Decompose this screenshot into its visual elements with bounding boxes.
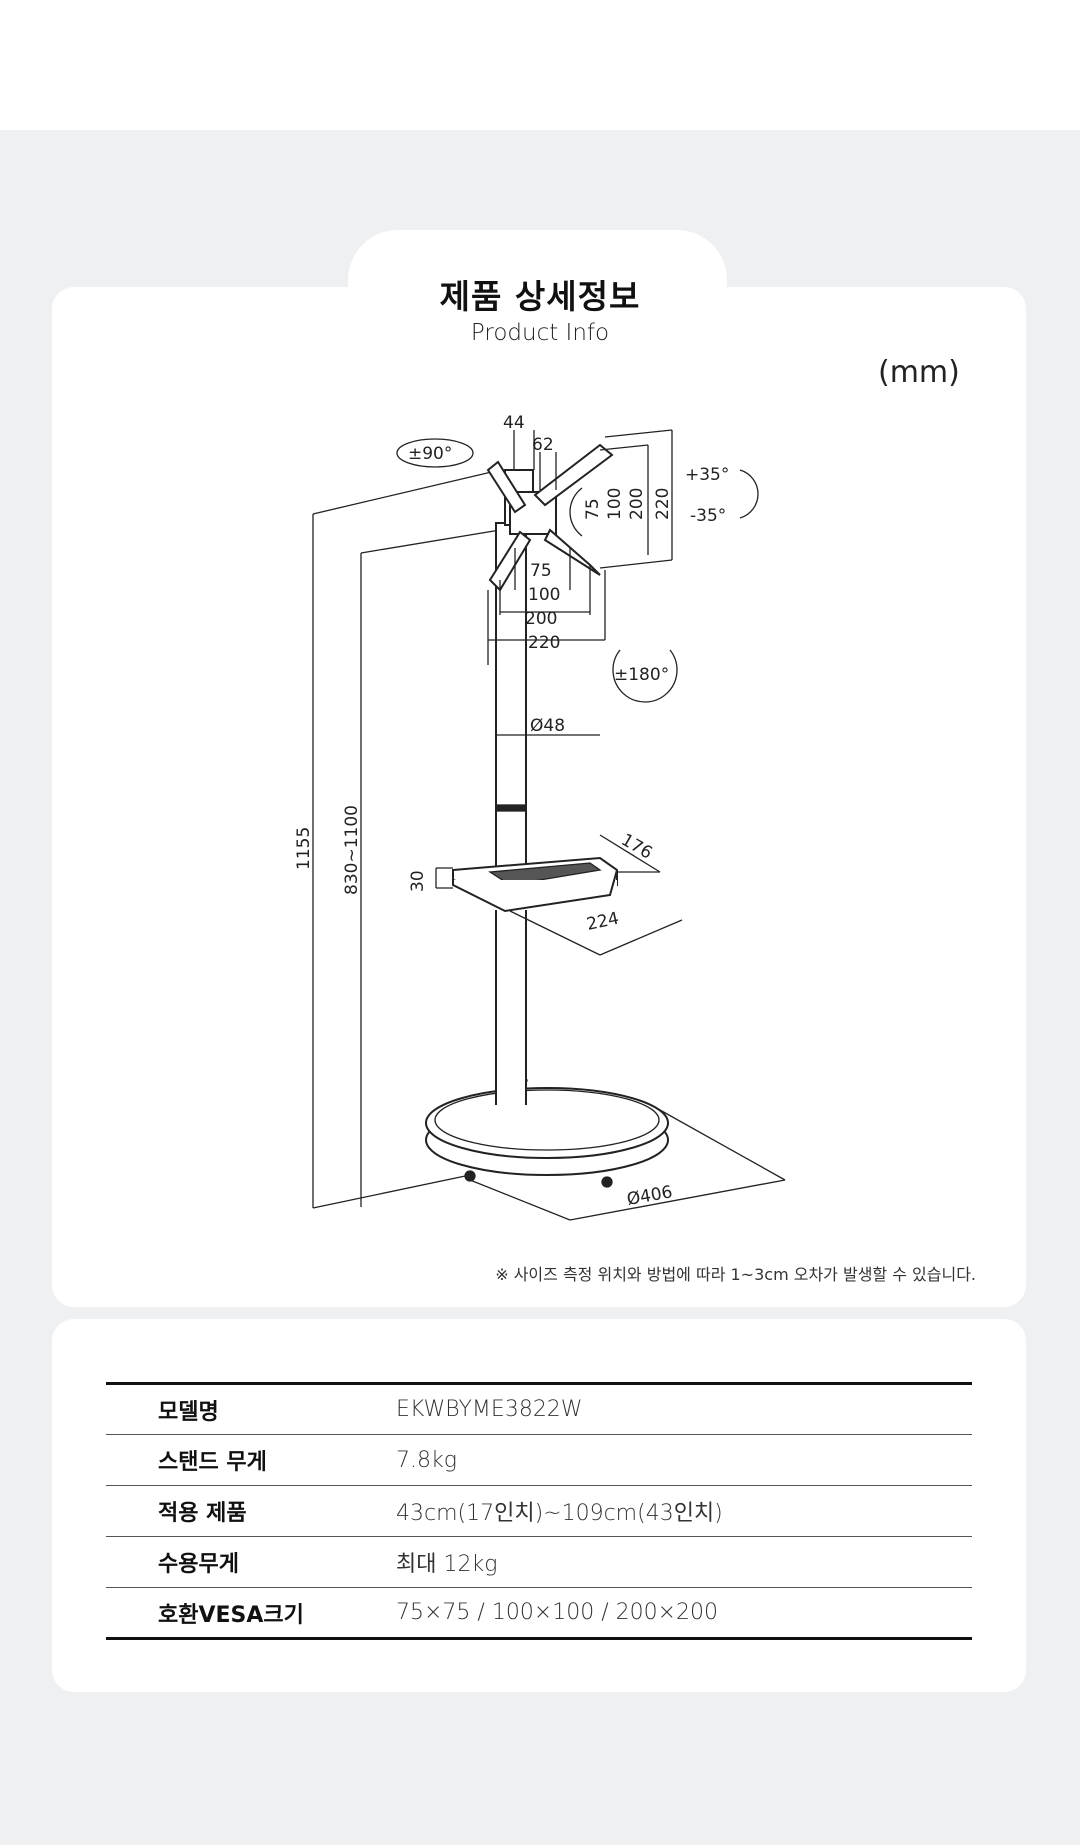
spec-label: 호환VESA크기: [158, 1602, 304, 1628]
spec-label: 적용 제품: [106, 1485, 396, 1537]
spec-value: 최대 12kg: [396, 1536, 972, 1588]
dim-h75: 75: [530, 561, 552, 581]
tilt-up: +35°: [685, 465, 729, 485]
dim-v75: 75: [583, 498, 603, 520]
top-band: [0, 0, 1080, 130]
dim-tray-width: 224: [585, 909, 621, 935]
page-subtitle: Product Info: [470, 320, 610, 346]
dim-62: 62: [532, 435, 554, 455]
dim-h100: 100: [528, 585, 560, 605]
stand-dimension-diagram: 44 62 ±90° +35° -35° 220 200 100 75 75 1…: [294, 413, 786, 1221]
spec-value: EKWBYME3822W: [396, 1383, 972, 1435]
table-row: 호환VESA크기 75×75 / 100×100 / 200×200: [106, 1588, 972, 1639]
spec-value: 43cm(17인치)~109cm(43인치): [396, 1485, 972, 1537]
dim-tray-depth: 176: [618, 830, 656, 864]
dim-height-total: 1155: [294, 827, 314, 870]
spec-label: 모델명: [106, 1383, 396, 1435]
tilt-down: -35°: [690, 506, 726, 526]
unit-label: (mm): [878, 355, 960, 390]
spec-label: 스탠드 무게: [106, 1434, 396, 1486]
title-tab: [348, 230, 727, 350]
spec-label: 수용무게: [106, 1536, 396, 1588]
rotation-180: ±180°: [614, 665, 669, 685]
dim-v100: 100: [605, 488, 625, 520]
dim-v200: 200: [627, 488, 647, 520]
dim-h200: 200: [525, 609, 557, 629]
dim-h220: 220: [528, 633, 560, 653]
dim-base: Ø406: [625, 1182, 674, 1210]
dim-44: 44: [503, 413, 525, 433]
dim-pole: Ø48: [530, 716, 565, 736]
spec-value: 75×75 / 100×100 / 200×200: [396, 1600, 719, 1625]
dim-v220: 220: [653, 488, 673, 520]
dim-tray-height: 30: [408, 870, 428, 892]
size-tolerance-note: ※ 사이즈 측정 위치와 방법에 따라 1~3cm 오차가 발생할 수 있습니다…: [495, 1265, 976, 1284]
dim-height-adjust: 830~1100: [342, 805, 362, 895]
spec-value: 7.8kg: [396, 1434, 972, 1486]
rotation-90: ±90°: [408, 444, 452, 464]
page-title: 제품 상세정보: [439, 277, 641, 316]
